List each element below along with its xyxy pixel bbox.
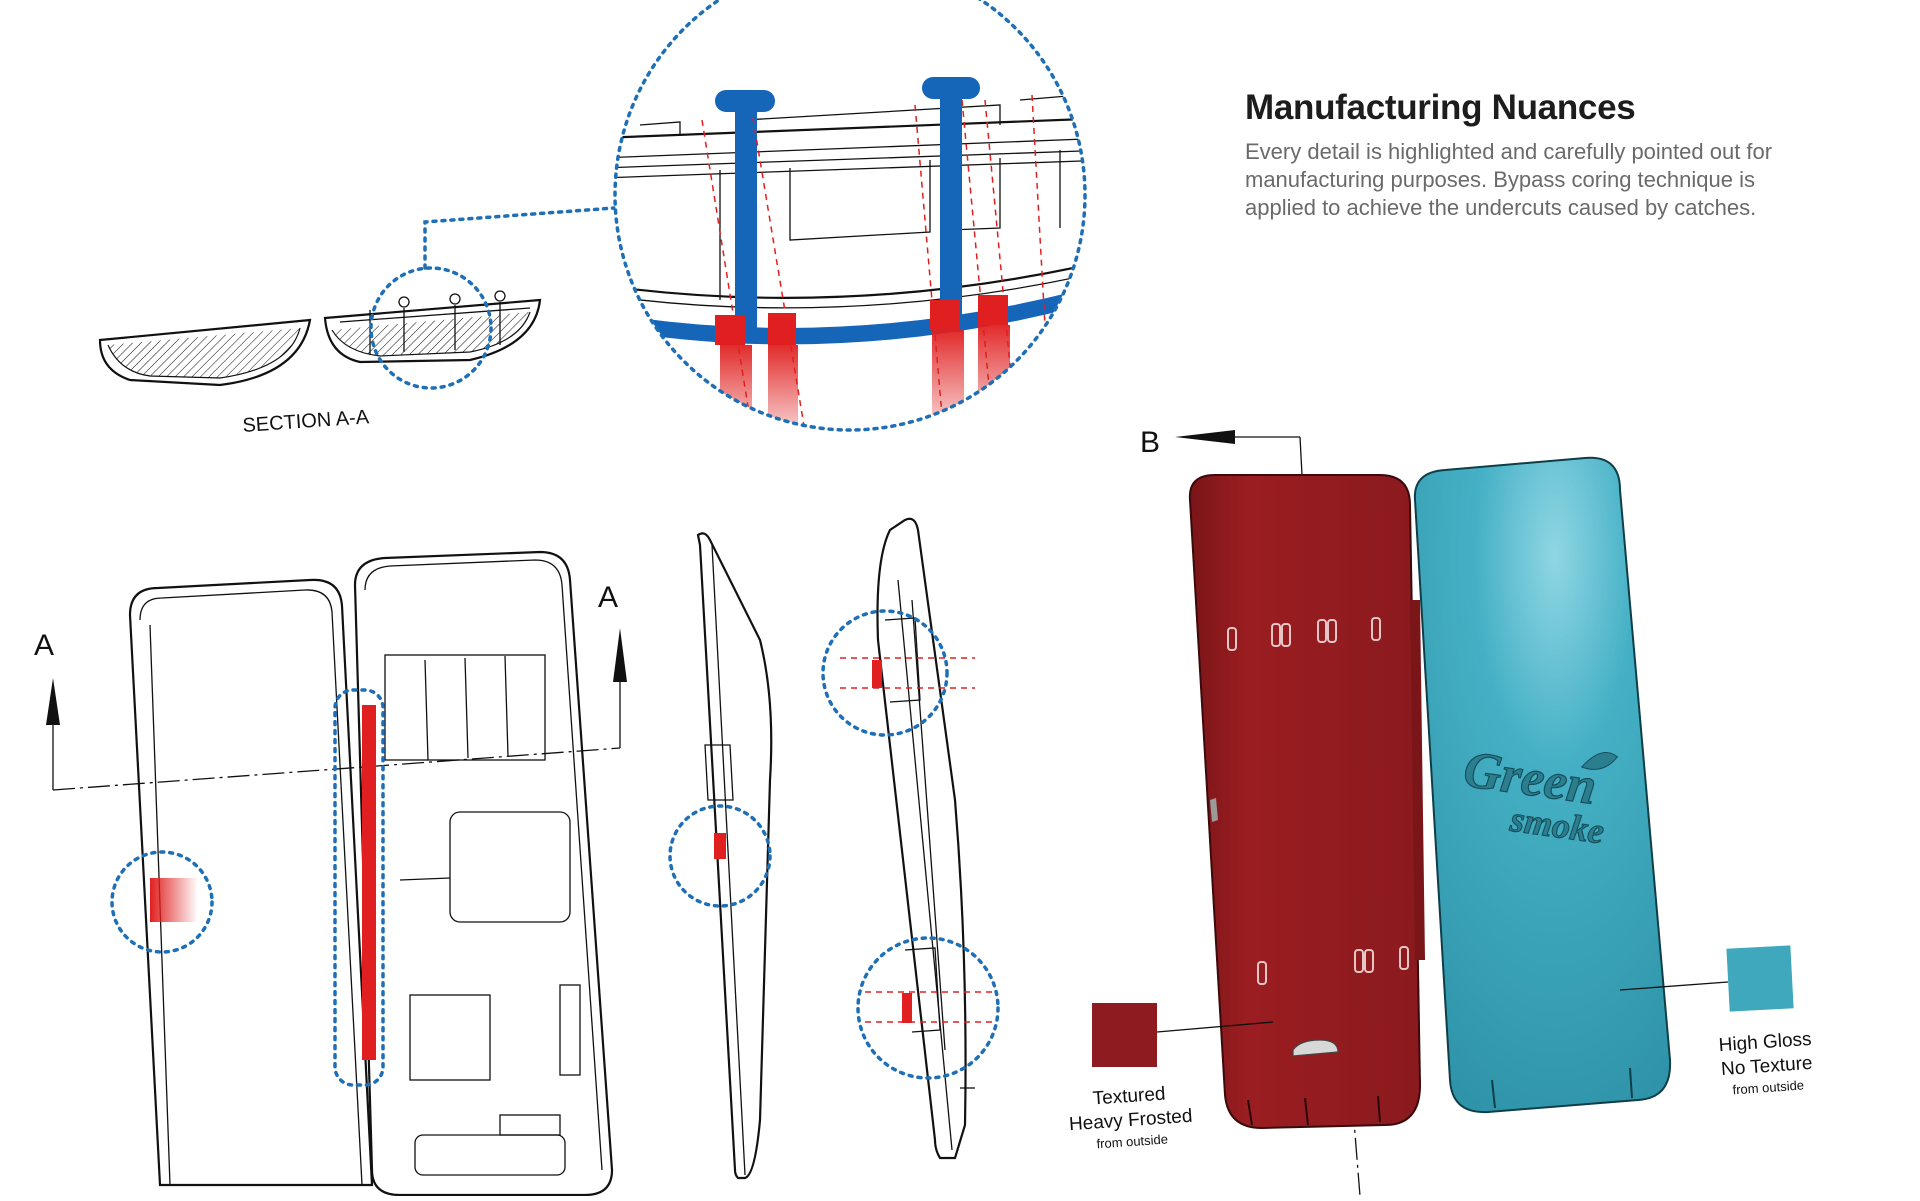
description-line: applied to achieve the undercuts caused … xyxy=(1245,195,1757,220)
section-aa-label: SECTION A-A xyxy=(242,406,371,437)
svg-text:from outside: from outside xyxy=(1732,1077,1804,1097)
marker-a-left: A xyxy=(34,629,54,662)
section-line-a: A A xyxy=(34,581,627,791)
leader-to-zoom xyxy=(423,206,616,270)
svg-text:High Gloss: High Gloss xyxy=(1718,1029,1812,1056)
heading-title: Manufacturing Nuances xyxy=(1245,88,1636,127)
rendered-case: Green smoke xyxy=(1188,456,1672,1130)
heading-description: Every detail is highlighted and carefull… xyxy=(1245,138,1885,222)
side-catch-detail xyxy=(668,804,772,908)
frosted-half xyxy=(1188,474,1422,1130)
zoom-detail xyxy=(613,0,1087,432)
gloss-half xyxy=(1413,456,1672,1114)
upper-undercut-detail xyxy=(821,609,949,737)
zoom-detail-circle xyxy=(613,0,1087,432)
section-aa-drawing: SECTION A-A xyxy=(98,206,616,437)
svg-text:Heavy Frosted: Heavy Frosted xyxy=(1068,1106,1193,1136)
section-profile-view xyxy=(821,517,1000,1160)
base-edge-highlight xyxy=(333,688,385,1087)
description-line: Every detail is highlighted and carefull… xyxy=(1245,139,1773,164)
svg-text:No Texture: No Texture xyxy=(1720,1053,1813,1080)
svg-text:from outside: from outside xyxy=(1096,1131,1168,1151)
base-inside-view xyxy=(333,550,614,1197)
description-line: manufacturing purposes. Bypass coring te… xyxy=(1245,167,1755,192)
section-detail-circle xyxy=(369,266,493,390)
info-panel: Manufacturing Nuances Every detail is hi… xyxy=(1245,88,1885,222)
textured-callout: Textured Heavy Frosted from outside xyxy=(1068,1003,1274,1151)
marker-a-right: A xyxy=(598,581,618,614)
svg-text:Textured: Textured xyxy=(1092,1084,1166,1110)
marker-b: B xyxy=(1140,426,1160,459)
gloss-callout: High Gloss No Texture from outside xyxy=(1619,945,1813,1097)
lid-catch-detail xyxy=(110,850,214,954)
lid-front-view xyxy=(110,578,374,1187)
frosted-swatch xyxy=(1092,1003,1157,1067)
side-profile-view xyxy=(668,532,773,1180)
lower-undercut-detail xyxy=(856,936,1000,1080)
gloss-swatch xyxy=(1726,945,1794,1012)
